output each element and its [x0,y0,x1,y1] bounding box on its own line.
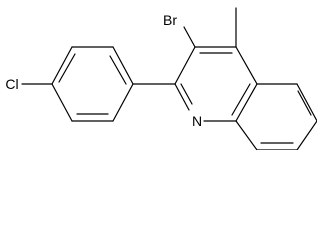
bond-n-c2-inner [180,83,193,105]
bond-c4a-c8a [235,83,258,122]
bond-ar-c3-c4 [51,46,73,85]
bond-ar-c1-c2 [112,46,134,85]
bond-c4-c4a [235,46,258,85]
bond-ar-c6-c1 [112,83,134,122]
bromine-label: Br [163,12,177,28]
chemical-structure-diagram: Br Cl N [5,7,317,150]
nitrogen-label: N [192,113,202,129]
bond-c5-c6-inner [297,90,312,116]
bond-n-c2 [174,83,190,111]
bond-ar-c4-c5 [51,83,73,122]
bond-ar-c3-c4-inner [58,53,76,83]
chlorine-label: Cl [5,76,18,92]
bond-c8-c8a [235,120,258,150]
bond-c3-br [183,26,196,48]
bond-ar-c1-c2-inner [109,55,127,85]
bond-c5-c6 [296,83,317,122]
bond-c6-c7 [296,120,317,150]
bond-c4a-c8a-inner [231,83,251,116]
bond-c2-c3 [174,46,196,85]
